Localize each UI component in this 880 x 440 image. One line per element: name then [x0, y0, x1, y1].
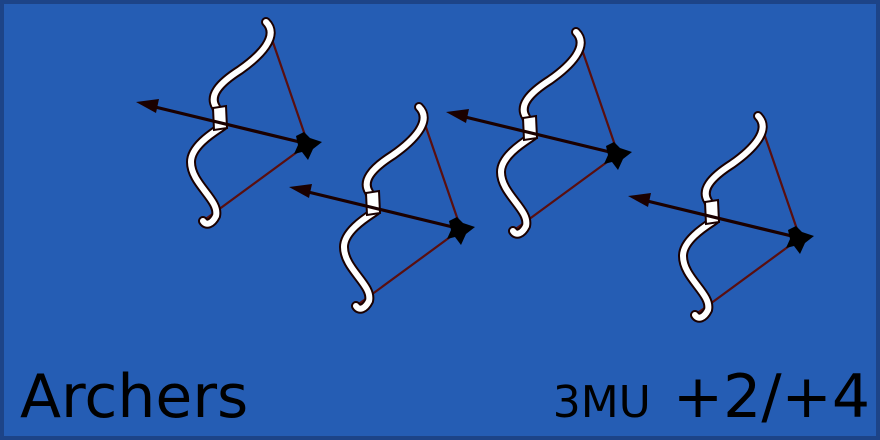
- archer-bow-3: [446, 32, 632, 234]
- archer-bow-4: [628, 116, 814, 318]
- archer-bow-1: [136, 22, 322, 224]
- unit-cost: 3MU: [552, 377, 651, 428]
- unit-name: Archers: [20, 362, 249, 432]
- unit-stats: 3MU +2/+4: [552, 362, 870, 436]
- archer-bow-2: [289, 107, 475, 309]
- unit-combat-modifiers: +2/+4: [672, 362, 870, 432]
